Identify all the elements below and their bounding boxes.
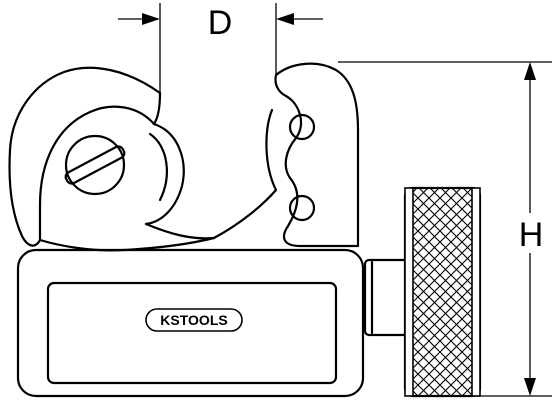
roller-top bbox=[288, 113, 316, 141]
dimension-h-label: H bbox=[519, 216, 544, 254]
dimension-d-label: D bbox=[208, 4, 233, 42]
pivot-pin-slot bbox=[64, 145, 126, 185]
logo-text: KSTOOLS bbox=[160, 312, 227, 328]
dimension-d: D bbox=[118, 3, 323, 93]
dimension-h-arrow-top-icon bbox=[524, 62, 536, 80]
label-plate bbox=[46, 281, 338, 385]
knurled-knob bbox=[403, 186, 482, 398]
base-housing bbox=[16, 248, 365, 398]
cutting-wheel-inner bbox=[148, 132, 168, 202]
hook-frame bbox=[8, 66, 162, 247]
logo-badge bbox=[145, 308, 243, 332]
knob-cap-left bbox=[404, 187, 414, 397]
hook-inner-arc bbox=[152, 91, 162, 126]
frame-edge bbox=[144, 222, 216, 240]
logo-brand-right: TOOLS bbox=[180, 312, 228, 328]
tube-cavity bbox=[212, 108, 278, 240]
logo-brand-left: KS bbox=[160, 312, 179, 328]
pivot-pin bbox=[64, 134, 126, 196]
dimension-d-arrow-right-icon bbox=[276, 13, 294, 25]
dimension-d-arrow-left-icon bbox=[142, 13, 160, 25]
roller-bottom bbox=[288, 194, 316, 222]
ks-tools-logo: KSTOOLS bbox=[145, 308, 243, 332]
jaw-block bbox=[274, 62, 360, 248]
knob-outline bbox=[403, 186, 482, 398]
cutting-wheel bbox=[144, 122, 185, 226]
cutter-body bbox=[8, 62, 482, 398]
knob-cap-right bbox=[471, 187, 481, 397]
frame-sweep bbox=[38, 236, 216, 252]
dimension-h-arrow-bottom-icon bbox=[524, 378, 536, 396]
